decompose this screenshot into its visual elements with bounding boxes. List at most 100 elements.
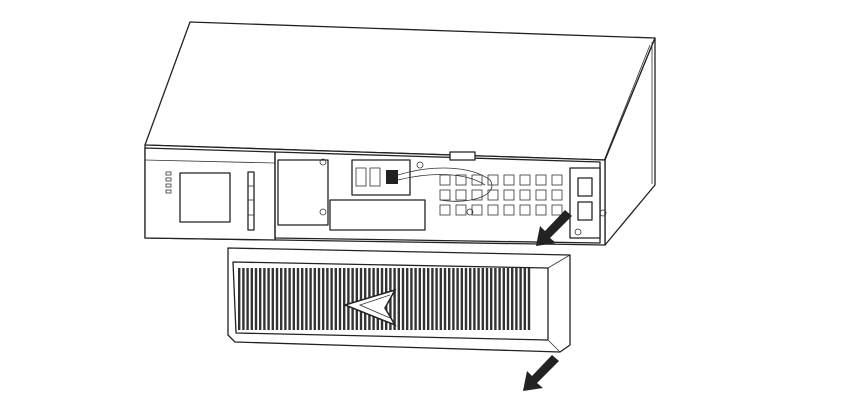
vent-hole [439,174,451,186]
grille-slat [359,268,363,330]
grille-slat [275,268,279,330]
grille-slat [422,268,426,330]
grille-slat [464,268,468,330]
vent-hole [471,174,483,186]
grille-slat [347,268,350,330]
front-control-panel [144,147,276,241]
vent-hole [455,174,467,186]
battery-connector [351,159,411,196]
vent-hole [551,174,563,186]
vent-hole [551,189,563,201]
battery-compartment [274,151,607,244]
grille-slat [490,268,493,330]
grille-slat [527,268,531,330]
grille-slat [305,268,308,330]
vent-hole [535,174,547,186]
control-buttons [247,171,255,231]
grille-slat [485,268,489,330]
grille-slat [443,268,447,330]
grille-slat [448,268,451,330]
grille-slat [246,268,249,330]
grille-slat [502,268,505,330]
grille-slat [393,268,396,330]
grille-slat [338,268,342,330]
grille-slat [498,268,501,330]
grille-slat [401,268,405,330]
grille-slat [313,268,316,330]
grille-slat [427,268,430,330]
vent-hole [487,204,499,216]
vent-hole [471,189,483,201]
grille-slat [452,268,455,330]
grille-slat [477,268,480,330]
grille-slat [296,268,300,330]
grille-slat [355,268,358,330]
grille-slat [418,268,421,330]
grille-slat [506,268,510,330]
chassis-top-face [144,21,656,161]
grille-slat [250,268,253,330]
grille-slat [343,268,346,330]
arrow-down-left-icon [523,355,559,391]
grille-slat [456,268,459,330]
grille-slat [280,268,283,330]
grille-slat [309,268,312,330]
vent-hole [535,189,547,201]
vent-hole [503,174,515,186]
ups-chassis [144,21,656,246]
grille-slat [334,268,337,330]
grille-slat [326,268,329,330]
vent-hole [487,174,499,186]
grille-slat [238,268,241,330]
vent-hole [503,204,515,216]
vent-hole [439,189,451,201]
vent-hole [455,204,467,216]
grille-slat [267,268,270,330]
grille-slat [259,268,262,330]
grille-slat [439,268,442,330]
grille-slat [288,268,291,330]
vent-hole [519,204,531,216]
grille-slat [469,268,472,330]
grille-slat [494,268,497,330]
grille-slat [351,268,354,330]
grille-slat [511,268,514,330]
vent-hole [439,204,451,216]
grille-slat [406,268,409,330]
front-bezel-removed [227,247,571,353]
vent-hole [535,204,547,216]
grille-slat [473,268,476,330]
lcd-display [179,172,231,223]
grille-slat [292,268,295,330]
grille-slat [515,268,518,330]
grille-slat [397,268,400,330]
grille-slat [263,268,266,330]
arrow-down-left-icon [536,210,572,246]
vent-hole [503,189,515,201]
grille-slat [431,268,434,330]
ventilation-grid [439,174,563,216]
vent-hole [551,204,563,216]
vent-hole [519,189,531,201]
status-leds [165,171,172,194]
grille-slat [519,268,522,330]
vent-hole [455,189,467,201]
grille-slat [414,268,417,330]
grille-slat [242,268,245,330]
vent-hole [487,189,499,201]
grille-slat [284,268,287,330]
bezel-grille [238,268,531,330]
vent-hole [519,174,531,186]
grille-slat [330,268,333,330]
grille-slat [410,268,413,330]
grille-slat [317,268,321,330]
grille-slat [254,268,258,330]
grille-slat [481,268,484,330]
grille-slat [435,268,438,330]
bezel-logo [342,288,397,327]
grille-slat [322,268,325,330]
grille-slat [271,268,274,330]
grille-slat [523,268,526,330]
grille-slat [301,268,304,330]
